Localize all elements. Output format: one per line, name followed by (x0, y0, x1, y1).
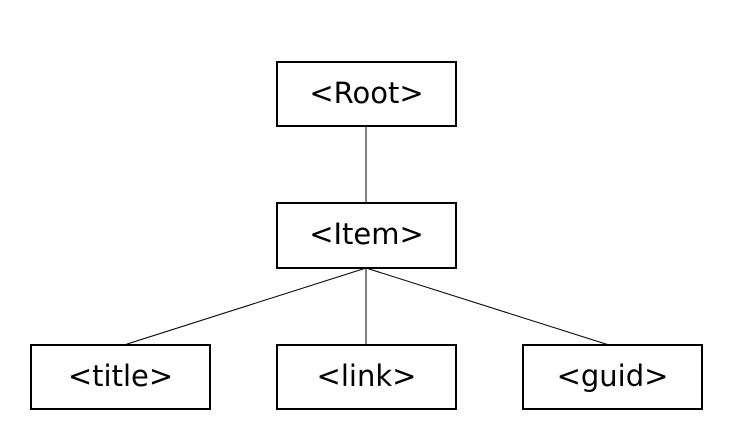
node-link: <link> (276, 344, 457, 410)
node-root-box (276, 61, 457, 127)
node-guid: <guid> (522, 344, 703, 410)
node-title-label: <title> (68, 359, 173, 393)
node-title: <title> (30, 344, 211, 410)
node-link-label: <link> (317, 359, 417, 393)
node-title-box (30, 344, 211, 410)
node-link-box (276, 344, 457, 410)
node-guid-label: <guid> (557, 359, 669, 393)
edge-item-title (123, 267, 367, 346)
connectors (123, 126, 610, 346)
node-item-box (276, 202, 457, 269)
node-item: <Item> (276, 202, 457, 269)
node-guid-box (522, 344, 703, 410)
node-item-label: <Item> (309, 217, 424, 251)
node-root: <Root> (276, 61, 457, 127)
node-root-label: <Root> (309, 76, 423, 110)
edge-item-guid (365, 267, 610, 346)
